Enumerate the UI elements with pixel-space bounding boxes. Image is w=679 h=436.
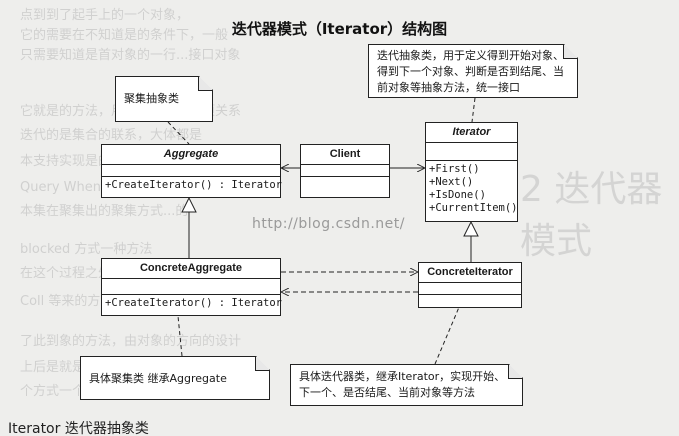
- iterator-inheritance-triangle: [463, 220, 479, 237]
- concreteaggregate-note-anchor: [177, 315, 183, 357]
- concrete-aggregate-operations: +CreateIterator() : Iterator: [102, 295, 283, 312]
- client-class: Client: [300, 144, 390, 198]
- concrete-aggregate-op: +CreateIterator() : Iterator: [105, 297, 283, 309]
- concrete-aggregate-class-name: ConcreteAggregate: [102, 259, 280, 279]
- client-class-name: Client: [301, 145, 389, 165]
- aggregate-attributes: [102, 165, 280, 177]
- iterator-op-next: +Next(): [429, 176, 474, 188]
- iterator-op-isdone: +IsDone(): [429, 189, 486, 201]
- footer-caption: Iterator 迭代器抽象类: [8, 421, 149, 436]
- aggregate-op: +CreateIterator() : Iterator: [105, 179, 283, 191]
- aggregate-operations: +CreateIterator() : Iterator: [102, 177, 283, 194]
- iterator-operations: +First() +Next() +IsDone() +CurrentItem(…: [426, 161, 518, 217]
- concrete-iterator-attributes: [419, 283, 521, 295]
- iterator-class-name: Iterator: [426, 123, 517, 143]
- concrete-iterator-note-text: 具体迭代器类，继承Iterator，实现开始、下一个、是否结尾、当前对象等方法: [299, 370, 506, 399]
- concrete-iterator-operations: [419, 295, 521, 299]
- aggregate-class-name: Aggregate: [102, 145, 280, 165]
- iterator-note: 迭代抽象类，用于定义得到开始对象、得到下一个对象、判断是否到结尾、当前对象等抽象…: [368, 44, 578, 98]
- iterator-note-anchor: [471, 97, 476, 123]
- iterator-op-currentitem: +CurrentItem(): [429, 202, 518, 214]
- watermark: http://blog.csdn.net/: [252, 216, 405, 232]
- diagram-title: 迭代器模式（Iterator）结构图: [231, 20, 448, 38]
- concrete-aggregate-attributes: [102, 279, 280, 295]
- iterator-attributes: [426, 143, 517, 161]
- iterator-class: Iterator +First() +Next() +IsDone() +Cur…: [425, 122, 518, 222]
- concrete-aggregate-class: ConcreteAggregate +CreateIterator() : It…: [101, 258, 283, 316]
- aggregate-note: 聚集抽象类: [115, 76, 213, 122]
- aggregate-note-text: 聚集抽象类: [124, 92, 179, 105]
- client-attributes: [301, 165, 389, 177]
- iterator-op-first: +First(): [429, 163, 480, 175]
- concrete-iterator-note: 具体迭代器类，继承Iterator，实现开始、下一个、是否结尾、当前对象等方法: [290, 364, 523, 406]
- concrete-aggregate-note-text: 具体聚集类 继承Aggregate: [89, 372, 227, 385]
- concrete-aggregate-note: 具体聚集类 继承Aggregate: [80, 356, 270, 400]
- iterator-note-text: 迭代抽象类，用于定义得到开始对象、得到下一个对象、判断是否到结尾、当前对象等抽象…: [377, 49, 564, 94]
- client-operations: [301, 177, 389, 181]
- aggregate-inheritance-triangle: [181, 196, 197, 213]
- aggregate-note-anchor: [167, 121, 190, 145]
- concrete-iterator-class: ConcreteIterator: [418, 262, 522, 308]
- aggregate-class: Aggregate +CreateIterator() : Iterator: [101, 144, 283, 198]
- concrete-iterator-class-name: ConcreteIterator: [419, 263, 521, 283]
